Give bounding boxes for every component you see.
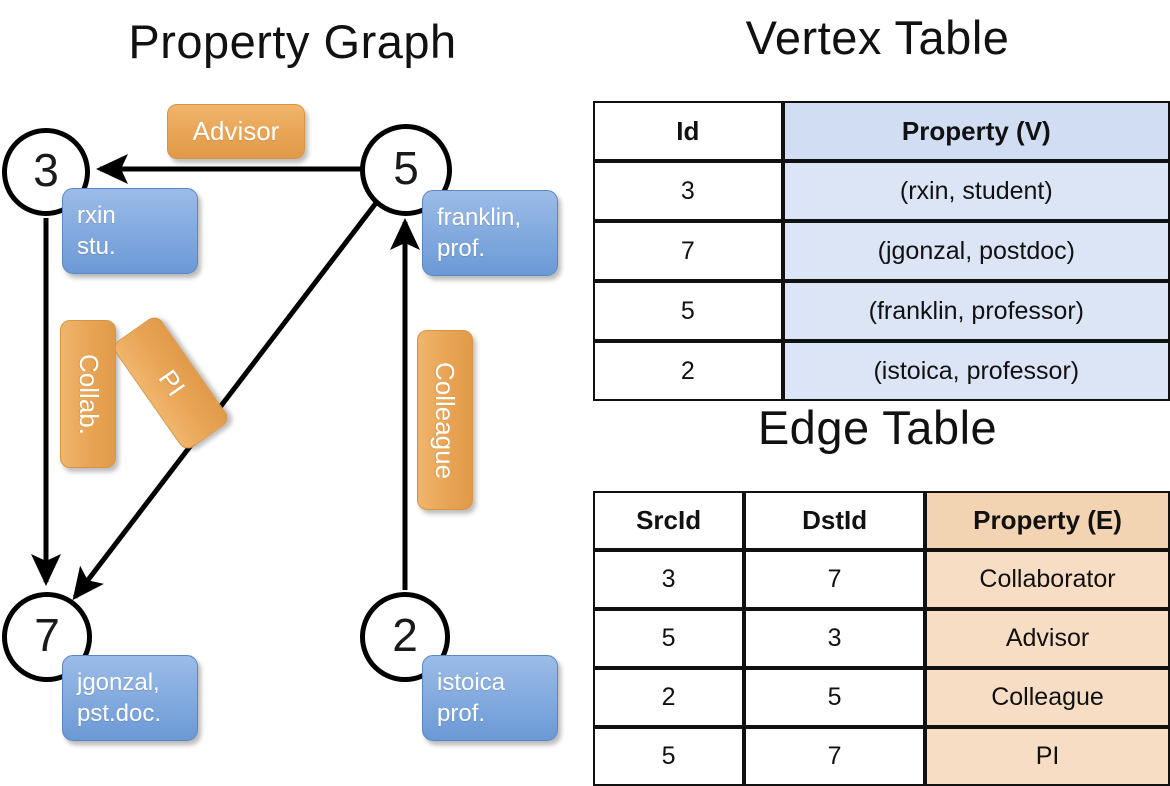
vertex-cell-id: 5 — [593, 281, 783, 341]
vertex-col-header-id: Id — [593, 101, 783, 161]
edge-cell-srcid: 3 — [593, 550, 745, 609]
edge-cell-property: Collaborator — [925, 550, 1170, 609]
graph-node-5-id: 5 — [393, 142, 419, 194]
graph-node-3-id: 3 — [33, 144, 59, 196]
edge-cell-srcid: 2 — [593, 668, 745, 727]
graph-node-7-id: 7 — [34, 609, 60, 661]
graph-edges-svg — [31, 154, 420, 601]
vertex-cell-property: (jgonzal, postdoc) — [782, 221, 1170, 281]
graph-node-2[interactable]: 2 — [360, 592, 450, 682]
edge-cell-property: Advisor — [925, 609, 1170, 668]
edge-table: SrcId DstId Property (E) 3 7 Collaborato… — [593, 491, 1170, 786]
vertex-cell-id: 2 — [593, 341, 783, 401]
edge-col-header-dstid: DstId — [744, 491, 926, 550]
edge-cell-dstid: 7 — [744, 550, 926, 609]
table-row: 3 7 Collaborator — [593, 550, 1170, 609]
vertex-property-box-3-line1: rxin — [77, 202, 116, 229]
vertex-property-box-3: rxin stu. — [62, 188, 198, 274]
table-row: 2 (istoica, professor) — [593, 341, 1170, 401]
page-title-edge-table: Edge Table — [757, 401, 998, 454]
edge-cell-dstid: 3 — [744, 609, 926, 668]
colleague-label-text: Colleague — [430, 361, 461, 479]
vertex-property-box-5-line2: prof. — [437, 234, 486, 262]
edge-cell-dstid: 5 — [744, 668, 926, 727]
vertex-property-box-7-line2: pst.doc. — [77, 699, 162, 727]
vertex-cell-property: (istoica, professor) — [782, 341, 1170, 401]
table-row: 3 (rxin, student) — [593, 161, 1170, 221]
graph-node-5[interactable]: 5 — [360, 124, 452, 216]
advisor-label: Advisor — [167, 104, 305, 159]
graph-node-2-id: 2 — [392, 609, 418, 661]
vertex-property-box-3-line2: stu. — [77, 232, 116, 260]
table-row: 5 (franklin, professor) — [593, 281, 1170, 341]
vertex-col-header-property: Property (V) — [782, 101, 1170, 161]
table-row: 5 3 Advisor — [593, 609, 1170, 668]
table-row: 2 5 Colleague — [593, 668, 1170, 727]
edge-arrow-pi — [72, 201, 378, 601]
collab-label: Collab. — [60, 320, 116, 468]
edge-cell-dstid: 7 — [744, 727, 926, 786]
table-header-row: Id Property (V) — [593, 101, 1170, 161]
table-row: 7 (jgonzal, postdoc) — [593, 221, 1170, 281]
table-header-row: SrcId DstId Property (E) — [593, 491, 1170, 550]
page-title-property-graph: Property Graph — [128, 15, 457, 68]
vertex-property-box-2-line2: prof. — [437, 699, 486, 727]
table-row: 5 7 PI — [593, 727, 1170, 786]
pi-label-text: PI — [152, 364, 191, 402]
vertex-table: Id Property (V) 3 (rxin, student) 7 (jgo… — [593, 101, 1170, 401]
vertex-property-box-7-line1: jgonzal, — [77, 669, 160, 696]
colleague-label: Colleague — [417, 330, 473, 510]
vertex-cell-id: 3 — [593, 161, 783, 221]
vertex-property-box-5: franklin, prof. — [422, 190, 558, 276]
vertex-cell-id: 7 — [593, 221, 783, 281]
page-title-vertex-table: Vertex Table — [745, 11, 1010, 64]
edge-col-header-srcid: SrcId — [593, 491, 745, 550]
vertex-cell-property: (franklin, professor) — [782, 281, 1170, 341]
vertex-property-box-2: istoica prof. — [422, 655, 558, 741]
vertex-property-box-7: jgonzal, pst.doc. — [62, 655, 198, 741]
vertex-cell-property: (rxin, student) — [782, 161, 1170, 221]
collab-label-text: Collab. — [73, 353, 104, 435]
advisor-label-text: Advisor — [192, 116, 280, 146]
edge-cell-srcid: 5 — [593, 609, 745, 668]
vertex-property-box-2-line1: istoica — [437, 669, 506, 696]
edge-col-header-property: Property (E) — [925, 491, 1170, 550]
edge-cell-property: Colleague — [925, 668, 1170, 727]
edge-cell-property: PI — [925, 727, 1170, 786]
property-graph-panel: Property Graph Advisor Collab. PI Collea… — [0, 0, 585, 760]
edge-cell-srcid: 5 — [593, 727, 745, 786]
vertex-property-box-5-line1: franklin, — [437, 204, 522, 231]
